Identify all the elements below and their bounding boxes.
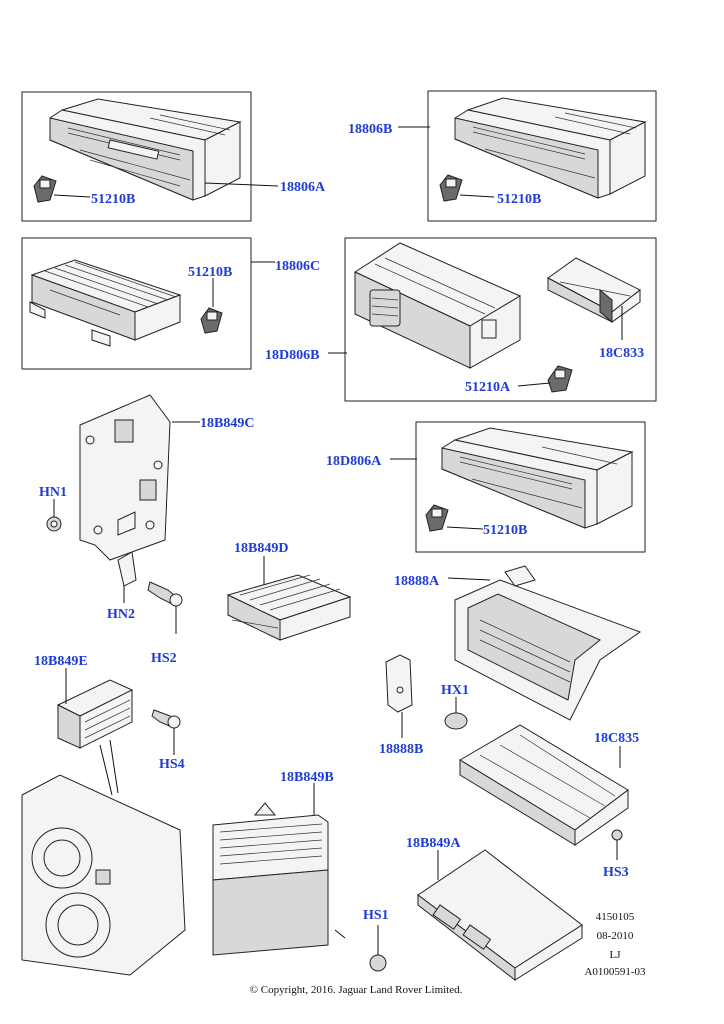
frame-18806C xyxy=(21,237,252,370)
callout-18B849C: 18B849C xyxy=(200,416,254,431)
callout-51210A: 51210A xyxy=(465,380,511,395)
fuse-51210B-4 xyxy=(425,504,449,532)
fuse-51210B-3 xyxy=(200,307,223,334)
callout-18888B: 18888B xyxy=(379,742,423,757)
callout-HS2: HS2 xyxy=(151,651,177,666)
bolt-HS2 xyxy=(147,581,183,607)
callout-18888A: 18888A xyxy=(394,574,440,589)
callout-HS3: HS3 xyxy=(603,865,629,880)
magazine-18C833 xyxy=(547,257,641,324)
frame-18D806B xyxy=(344,237,657,402)
tray-18C835 xyxy=(459,724,629,846)
callout-HN2: HN2 xyxy=(107,607,135,622)
frame-18D806A xyxy=(415,421,646,553)
carrier-18888A xyxy=(454,565,642,721)
illustration-ref: A0100591-03 xyxy=(584,966,646,978)
diagram-number: 4150105 xyxy=(596,911,635,923)
callout-18D806B: 18D806B xyxy=(265,348,319,363)
callout-18B849B: 18B849B xyxy=(280,770,334,785)
bolt-HS4 xyxy=(151,709,181,729)
head-unit-18806A xyxy=(49,98,242,201)
head-unit-18806B xyxy=(454,97,647,199)
amplifier-18B849B xyxy=(212,802,329,956)
diagram-date: 08-2010 xyxy=(597,930,634,942)
callout-HX1: HX1 xyxy=(441,683,469,698)
fuse-51210B-2 xyxy=(439,174,463,202)
callout-HS1: HS1 xyxy=(363,908,389,923)
callout-18B849E: 18B849E xyxy=(34,654,88,669)
clip-HN2 xyxy=(117,551,137,587)
bolt-HS1 xyxy=(369,925,387,972)
callout-18806C: 18806C xyxy=(275,259,320,274)
frame-18806A xyxy=(21,91,252,222)
bracket-18888B xyxy=(385,654,413,713)
callout-18D806A: 18D806A xyxy=(326,454,382,469)
amplifier-18806C xyxy=(29,259,182,347)
fuse-51210B-1 xyxy=(33,175,57,203)
callout-18B849D: 18B849D xyxy=(234,541,288,556)
callout-HS4: HS4 xyxy=(159,757,185,772)
amplifier-18B849E xyxy=(56,679,134,749)
callout-51210B-3: 51210B xyxy=(188,265,232,280)
callout-51210B-2: 51210B xyxy=(497,192,541,207)
head-unit-18D806A xyxy=(441,427,634,529)
nut-HN1 xyxy=(46,516,62,532)
fuse-51210A xyxy=(547,365,573,393)
frame-18806B xyxy=(427,90,657,222)
model-code: LJ xyxy=(610,949,622,961)
callout-18C833: 18C833 xyxy=(599,346,644,361)
callout-51210B-1: 51210B xyxy=(91,192,135,207)
callout-18806A: 18806A xyxy=(280,180,326,195)
callout-18C835: 18C835 xyxy=(594,731,639,746)
plug-HX1 xyxy=(444,712,468,730)
bracket-18B849C xyxy=(79,394,171,561)
amplifier-18B849D xyxy=(226,574,352,641)
callout-18B849A: 18B849A xyxy=(406,836,461,851)
copyright-notice: © Copyright, 2016. Jaguar Land Rover Lim… xyxy=(250,984,463,996)
callout-51210B-4: 51210B xyxy=(483,523,527,538)
callout-HN1: HN1 xyxy=(39,485,67,500)
callout-18806B: 18806B xyxy=(348,122,392,137)
amplifier-18B849A xyxy=(417,849,583,982)
subwoofer-enclosure xyxy=(21,774,186,976)
cd-changer-18D806B xyxy=(353,242,522,369)
screw-HS3 xyxy=(611,829,623,841)
